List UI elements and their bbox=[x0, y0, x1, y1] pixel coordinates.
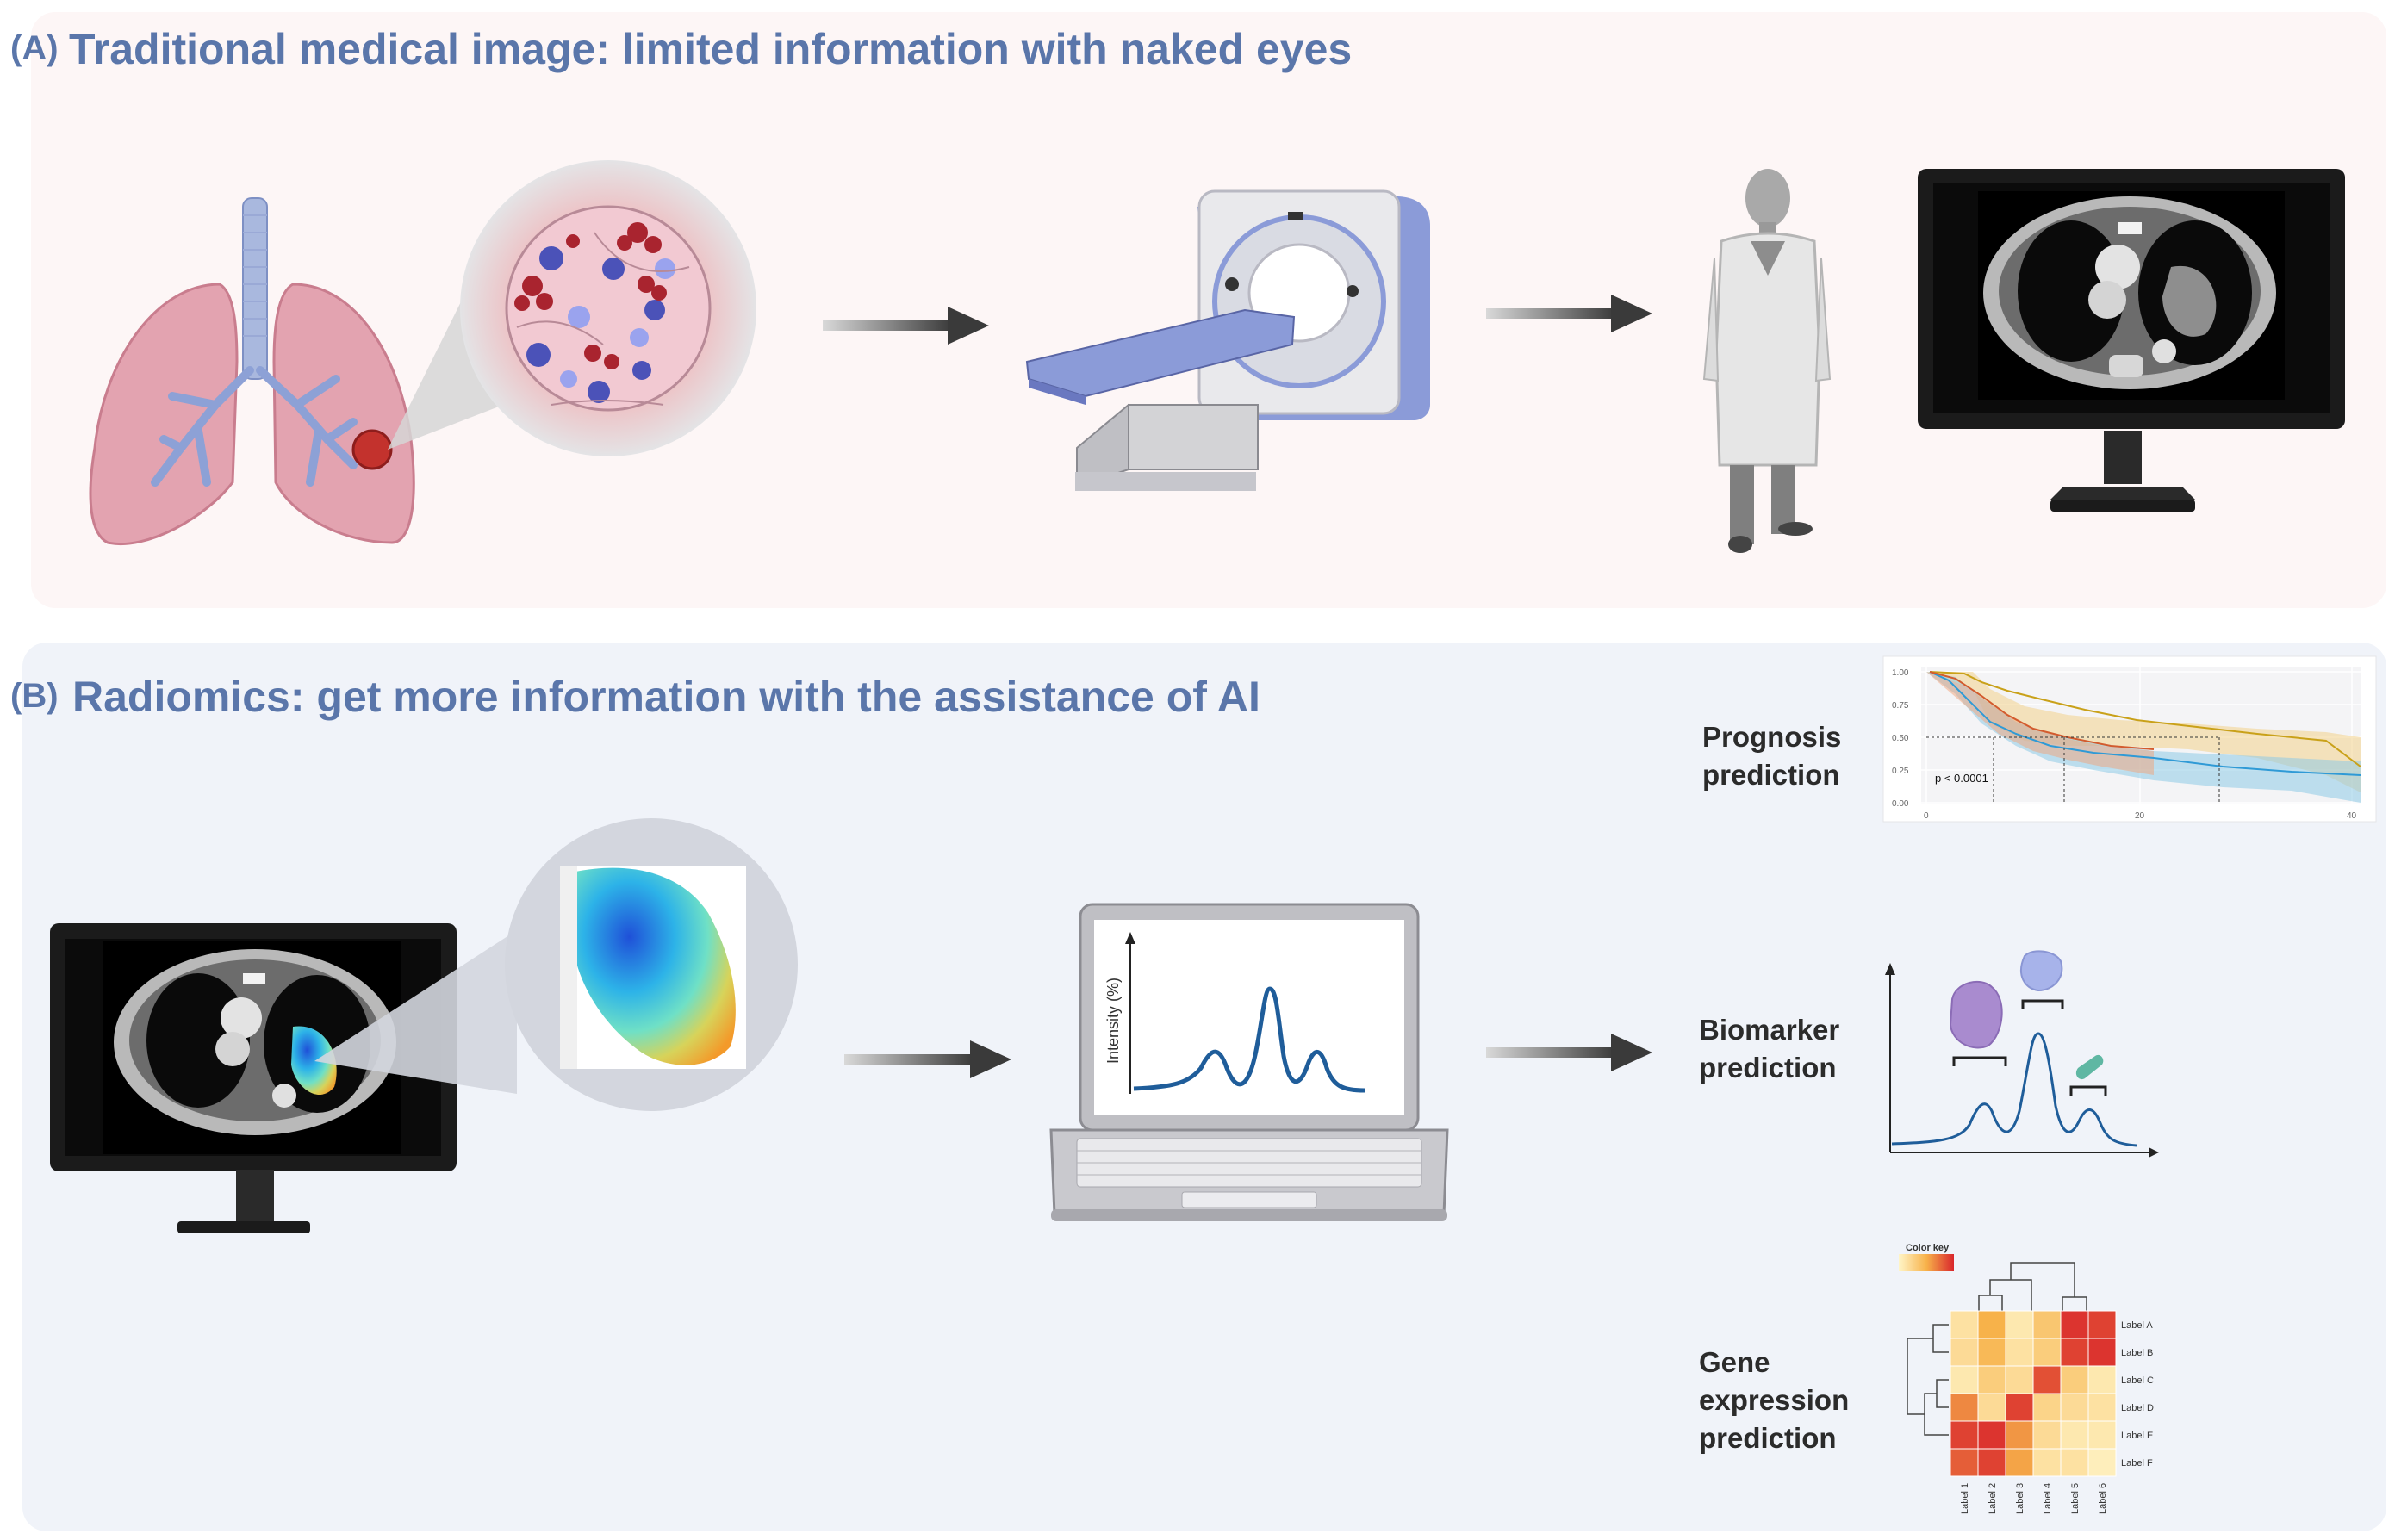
heatmap-cell bbox=[1977, 1310, 2006, 1339]
row-dendrogram bbox=[1907, 1324, 1949, 1436]
heatmap-row-label: Label D bbox=[2121, 1403, 2154, 1413]
color-key-bar bbox=[1899, 1254, 1954, 1271]
heatmap-cell bbox=[2060, 1365, 2089, 1394]
km-y-tick: 0.00 bbox=[1892, 799, 1909, 809]
arrow-icon bbox=[1486, 295, 1652, 332]
heatmap-cell bbox=[1950, 1448, 1979, 1477]
heatmap-row-label: Label A bbox=[2121, 1320, 2153, 1331]
heatmap-cell bbox=[2060, 1420, 2089, 1450]
km-y-tick: 0.50 bbox=[1892, 734, 1909, 743]
lungs-icon bbox=[89, 197, 415, 545]
km-y-tick: 0.75 bbox=[1892, 701, 1909, 711]
heatmap-cell bbox=[1950, 1338, 1979, 1367]
laptop-icon bbox=[1049, 903, 1449, 1221]
heatmap-row-label: Label C bbox=[2121, 1375, 2154, 1386]
arrow-icon bbox=[1486, 1034, 1652, 1071]
heatmap-cell bbox=[2087, 1365, 2117, 1394]
heatmap-cell bbox=[2087, 1310, 2117, 1339]
p-value-label: p < 0.0001 bbox=[1935, 772, 1988, 785]
heatmap-cell bbox=[2087, 1420, 2117, 1450]
monitor-ct-tumor-overlay bbox=[50, 923, 457, 1233]
heatmap-cell bbox=[2005, 1393, 2034, 1422]
km-x-tick: 0 bbox=[1924, 811, 1929, 821]
heatmap-cell bbox=[1977, 1393, 2006, 1422]
color-key-label: Color key bbox=[1906, 1243, 1950, 1253]
protein-icon bbox=[1949, 980, 2003, 1049]
tumor-tissue-magnifier-icon bbox=[460, 160, 756, 456]
laptop-y-axis-label: Intensity (%) bbox=[1104, 978, 1122, 1064]
tumor-heatmap-magnifier-icon bbox=[505, 818, 798, 1111]
biomarker-peaks-chart bbox=[1885, 950, 2159, 1158]
heatmap-cell bbox=[2032, 1448, 2062, 1477]
heatmap-cell bbox=[2060, 1393, 2089, 1422]
monitor-ct-image bbox=[1918, 169, 2345, 512]
heatmap-cell bbox=[1950, 1420, 1979, 1450]
column-dendrogram bbox=[1978, 1262, 2087, 1311]
heatmap-cell bbox=[2005, 1420, 2034, 1450]
heatmap-cell bbox=[2005, 1338, 2034, 1367]
protein-icon bbox=[2075, 1054, 2104, 1080]
heatmap-row-label: Label B bbox=[2121, 1348, 2153, 1358]
heatmap-col-label: Label 4 bbox=[2043, 1483, 2053, 1514]
heatmap-cell bbox=[2032, 1365, 2062, 1394]
survival-curve-chart: p < 0.0001 1.00 0.75 0.50 0.25 0.00 0 20… bbox=[1882, 655, 2377, 823]
panel-a-title: Traditional medical image: limited infor… bbox=[69, 25, 1353, 73]
km-x-tick: 20 bbox=[2135, 811, 2145, 821]
heatmap-cell bbox=[1977, 1420, 2006, 1450]
heatmap-cell bbox=[1950, 1365, 1979, 1394]
heatmap-cell bbox=[2005, 1448, 2034, 1477]
heatmap-col-label: Label 5 bbox=[2070, 1483, 2081, 1514]
panel-a-letter: (A) bbox=[10, 29, 59, 67]
panel-b-letter: (B) bbox=[10, 677, 59, 715]
heatmap-cell bbox=[2032, 1393, 2062, 1422]
heatmap-cell bbox=[1950, 1393, 1979, 1422]
heatmap-cell bbox=[2060, 1310, 2089, 1339]
heatmap-cell bbox=[2032, 1420, 2062, 1450]
zoom-connector bbox=[314, 930, 517, 1094]
intensity-curve-chart: Intensity (%) bbox=[1104, 932, 1365, 1094]
heatmap-col-label: Label 6 bbox=[2098, 1483, 2108, 1514]
km-x-tick: 40 bbox=[2347, 811, 2357, 821]
km-y-tick: 1.00 bbox=[1892, 668, 1909, 678]
heatmap-cell bbox=[2005, 1365, 2034, 1394]
arrow-icon bbox=[823, 307, 989, 345]
heatmap-cell bbox=[2060, 1448, 2089, 1477]
heatmap-cell bbox=[1977, 1338, 2006, 1367]
heatmap-cell bbox=[1977, 1448, 2006, 1477]
panel-b-title: Radiomics: get more information with the… bbox=[72, 673, 1260, 721]
heatmap-cell bbox=[2087, 1393, 2117, 1422]
heatmap-cell bbox=[2087, 1338, 2117, 1367]
arrow-icon bbox=[844, 1040, 1011, 1078]
heatmap-cell bbox=[2060, 1338, 2089, 1367]
heatmap-row-label: Label F bbox=[2121, 1458, 2153, 1469]
doctor-icon bbox=[1702, 169, 1832, 553]
heatmap-cell bbox=[2032, 1310, 2062, 1339]
heatmap-cell bbox=[2032, 1338, 2062, 1367]
heatmap-row-label: Label E bbox=[2121, 1431, 2153, 1441]
heatmap-col-labels: Label 1 Label 2 Label 3 Label 4 Label 5 Label… bbox=[1960, 1483, 2108, 1514]
heatmap-row-labels: Label A Label B Label C Label D Label E Label… bbox=[2121, 1320, 2154, 1469]
heatmap-cell bbox=[2087, 1448, 2117, 1477]
heatmap-col-label: Label 2 bbox=[1988, 1483, 1998, 1514]
heatmap-col-label: Label 1 bbox=[1960, 1483, 1970, 1514]
heatmap-cells bbox=[1950, 1310, 2117, 1477]
heatmap-cell bbox=[1977, 1365, 2006, 1394]
heatmap-cell bbox=[1950, 1310, 1979, 1339]
heatmap-cell bbox=[2005, 1310, 2034, 1339]
km-y-tick: 0.25 bbox=[1892, 767, 1909, 776]
heatmap-col-label: Label 3 bbox=[2015, 1483, 2025, 1514]
ct-scanner-icon bbox=[1025, 189, 1430, 491]
protein-icon bbox=[2020, 950, 2063, 992]
